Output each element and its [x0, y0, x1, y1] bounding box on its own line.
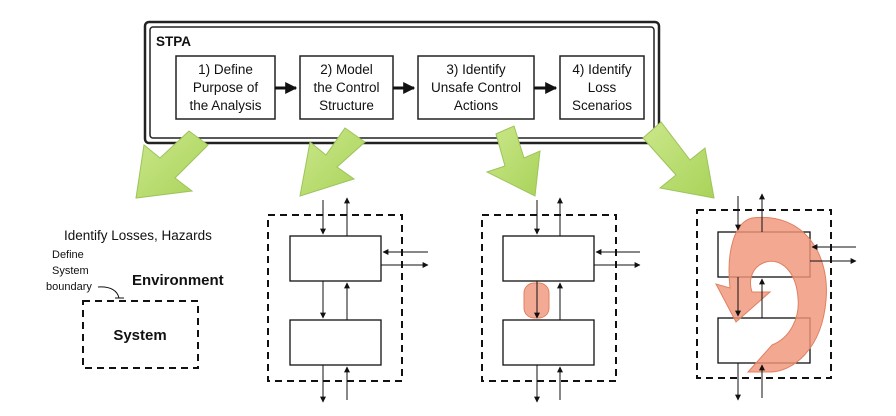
step-3-box: 3) Identify Unsafe Control Actions [417, 55, 535, 120]
panel-2 [267, 197, 429, 403]
step-3-line-3: Actions [454, 98, 499, 113]
step-2-line-1: 2) Model [320, 62, 373, 77]
panel-2-boundary [267, 214, 403, 382]
panel-2-process [289, 319, 382, 366]
step-2-line-2: the Control [313, 80, 379, 95]
green-arrow-1 [135, 130, 209, 199]
green-arrow-3 [485, 125, 541, 197]
panel-1: Identify Losses, Hazards Define System b… [46, 228, 224, 369]
step-2-line-3: Structure [319, 98, 374, 113]
green-arrows [135, 121, 715, 199]
step-1-line-3: the Analysis [189, 98, 261, 113]
step-3-line-2: Unsafe Control [431, 80, 521, 95]
step-4-line-2: Loss [588, 80, 617, 95]
green-arrow-4 [642, 121, 715, 199]
panel-4 [696, 193, 857, 401]
boundary-note-line-2: System [52, 265, 89, 277]
loss-scenario-loop [715, 216, 827, 373]
step-1-line-2: Purpose of [193, 80, 259, 95]
environment-label: Environment [132, 272, 224, 289]
panel-3 [481, 197, 641, 403]
green-arrow-2 [299, 127, 366, 197]
step-1-line-1: 1) Define [198, 62, 253, 77]
panel-3-boundary [481, 214, 617, 382]
boundary-pointer [97, 286, 120, 299]
panel-3-process [502, 319, 595, 366]
step-3-line-1: 3) Identify [446, 62, 506, 77]
boundary-note-line-3: boundary [46, 281, 92, 293]
step-4-line-3: Scenarios [572, 98, 632, 113]
panel-1-heading: Identify Losses, Hazards [64, 228, 212, 243]
panel-3-controller [502, 235, 595, 282]
panel-4-boundary [696, 209, 832, 379]
boundary-note-line-1: Define [52, 249, 84, 261]
panel-2-controller [289, 235, 382, 282]
step-4-box: 4) Identify Loss Scenarios [559, 55, 645, 120]
stpa-title: STPA [156, 34, 191, 49]
step-1-box: 1) Define Purpose of the Analysis [175, 55, 276, 120]
system-boundary [82, 300, 199, 369]
step-4-line-1: 4) Identify [572, 62, 632, 77]
step-2-box: 2) Model the Control Structure [299, 55, 394, 120]
system-label: System [113, 327, 166, 344]
